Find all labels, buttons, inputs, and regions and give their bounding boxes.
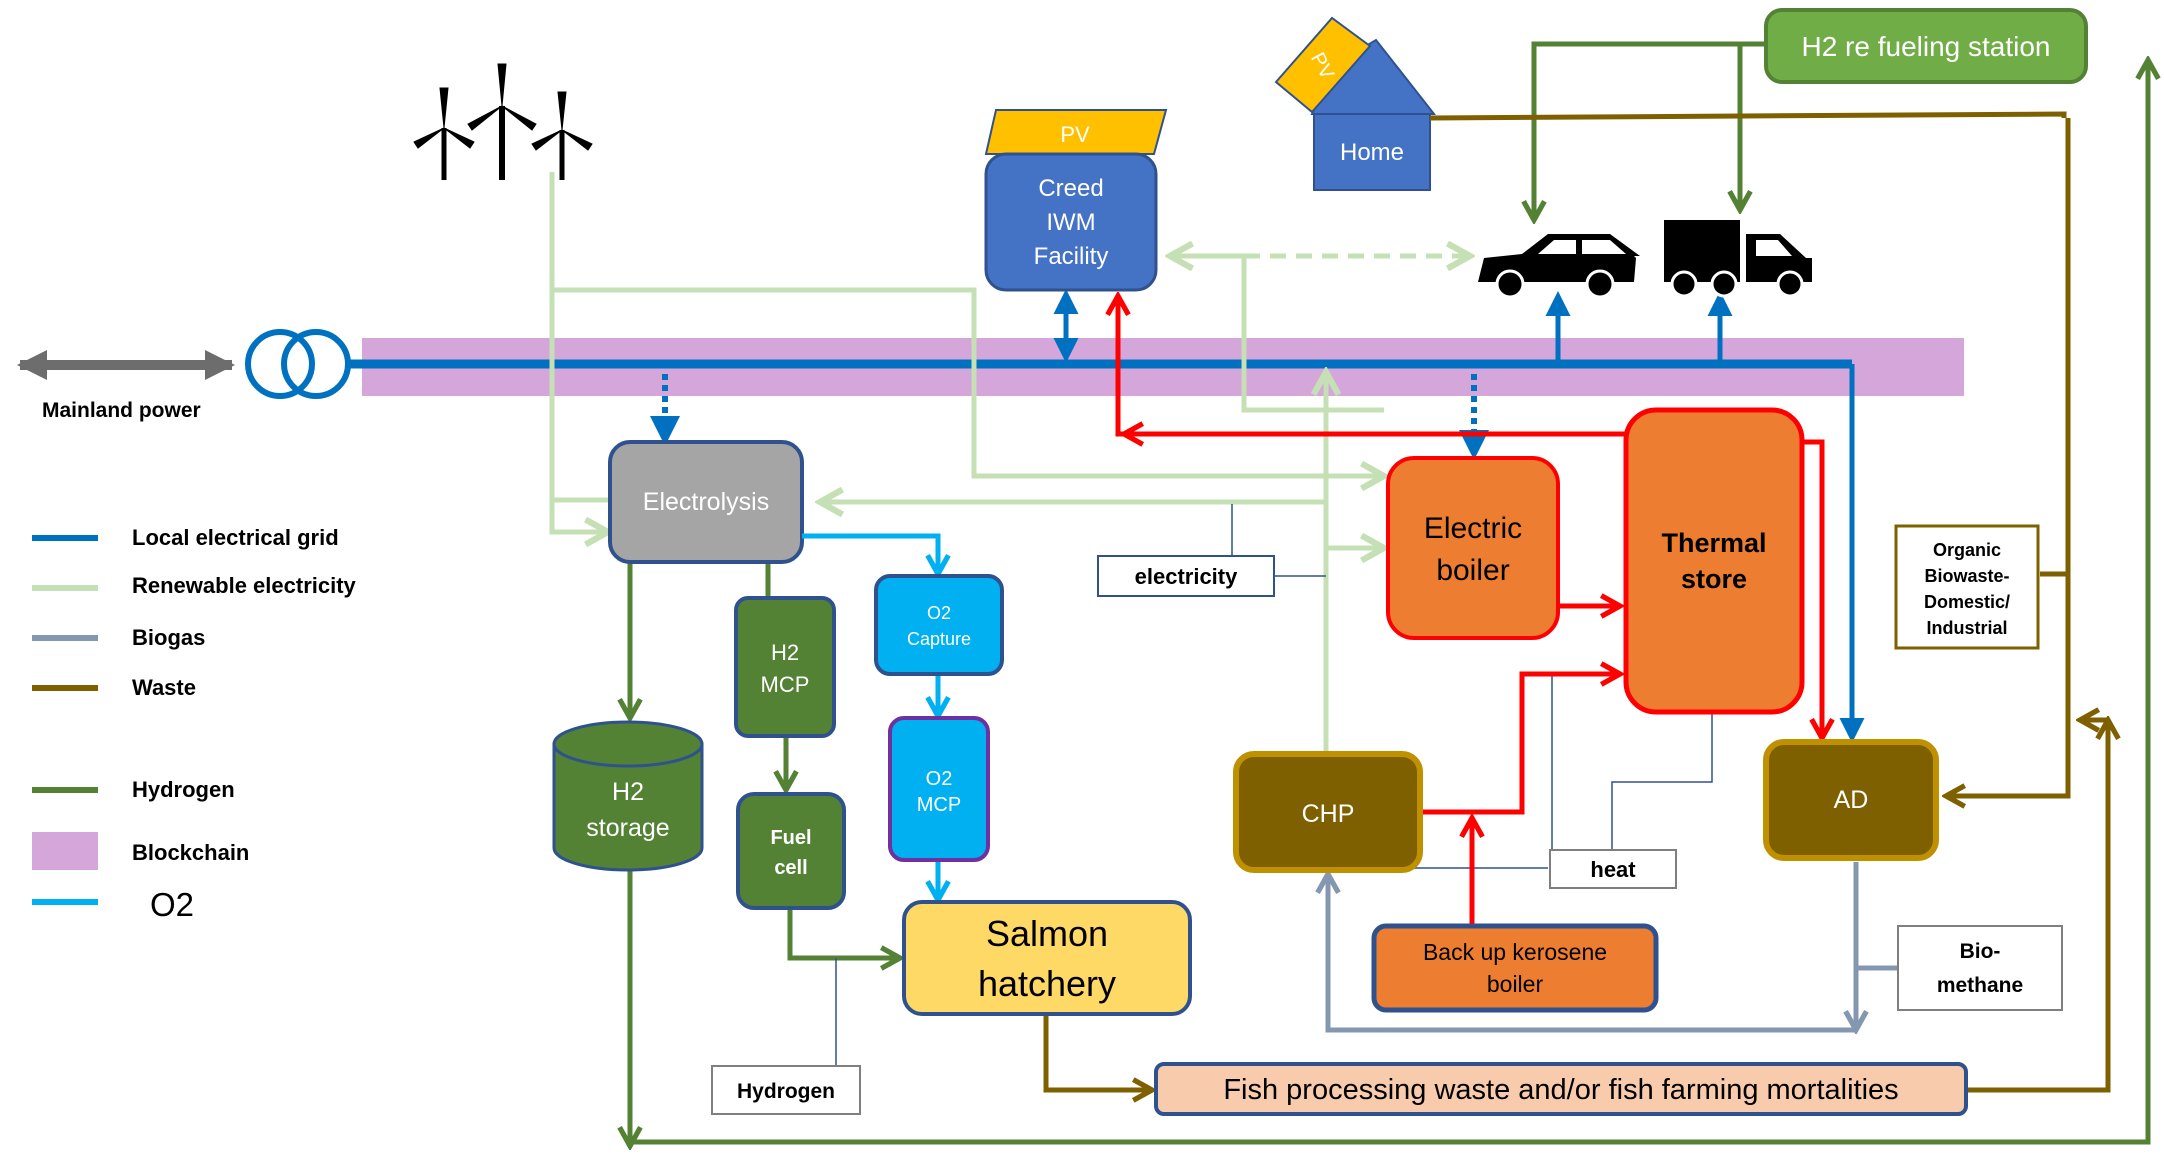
- legend-label-blockchain: Blockchain: [132, 840, 249, 865]
- biogas-lines: [1328, 862, 1900, 1030]
- organic-label-3: Domestic/: [1924, 592, 2010, 612]
- h2-mcp-label-1: H2: [771, 640, 799, 665]
- salmon-label-2: hatchery: [978, 963, 1116, 1004]
- h2-storage-label-1: H2: [612, 778, 644, 806]
- organic-biowaste-tag: [1894, 524, 2040, 650]
- backup-label-1: Back up kerosene: [1423, 939, 1607, 965]
- heat-tag: [1549, 849, 1677, 889]
- creed-label-3: Facility: [1034, 243, 1109, 270]
- h2-mcp-box[interactable]: [734, 596, 836, 738]
- legend-label-renewable: Renewable electricity: [132, 573, 357, 598]
- truck-icon: [1664, 220, 1812, 298]
- home-icon: [1274, 16, 1437, 191]
- fish-waste-label: Fish processing waste and/or fish farmin…: [1223, 1074, 1898, 1106]
- biomethane-tag: [1897, 925, 2063, 1011]
- car-icon: [1478, 234, 1640, 299]
- organic-label-1: Organic: [1933, 540, 2001, 560]
- o2-mcp-box[interactable]: [888, 716, 990, 862]
- legend-label-waste: Waste: [132, 675, 196, 700]
- creed-pv-panel: [984, 109, 1168, 155]
- h2-storage-tank[interactable]: [552, 720, 704, 872]
- fuel-cell-label-2: cell: [774, 857, 807, 879]
- legend-swatch-blockchain: [32, 832, 98, 870]
- legend-label-grid: Local electrical grid: [132, 525, 339, 550]
- h2-refueling-label: H2 re fueling station: [1801, 31, 2050, 62]
- biomethane-label-2: methane: [1937, 974, 2023, 997]
- electric-boiler-box[interactable]: [1386, 456, 1560, 640]
- transformer-icon: [245, 329, 351, 399]
- ad-label: AD: [1834, 786, 1869, 814]
- o2-lines: [802, 533, 938, 900]
- h2-storage-label-2: storage: [586, 814, 669, 842]
- electric-boiler-label-1: Electric: [1424, 512, 1522, 545]
- h2-mcp-label-2: MCP: [761, 672, 810, 697]
- wind-turbines-icon: [413, 63, 593, 180]
- backup-label-2: boiler: [1487, 971, 1544, 997]
- hydrogen-tag-label: Hydrogen: [737, 1080, 835, 1103]
- thermal-store-box[interactable]: [1623, 407, 1805, 715]
- o2-mcp-label-2: MCP: [917, 794, 961, 816]
- legend-label-hydrogen: Hydrogen: [132, 777, 235, 802]
- waste-lines: [1043, 111, 2108, 1090]
- creed-iwm-facility: [984, 152, 1158, 292]
- salmon-label-1: Salmon: [986, 913, 1108, 954]
- fish-waste-box[interactable]: [1154, 1062, 1968, 1116]
- heat-label: heat: [1590, 857, 1636, 882]
- legend: Local electrical grid Renewable electric…: [32, 525, 357, 923]
- hydrogen-lines: [630, 41, 2148, 1146]
- o2-mcp-label-1: O2: [926, 768, 953, 790]
- ad-box[interactable]: [1763, 739, 1939, 861]
- creed-label-2: IWM: [1046, 209, 1095, 236]
- legend-label-o2: O2: [150, 886, 194, 923]
- o2-capture-label-1: O2: [927, 603, 951, 623]
- salmon-hatchery-box[interactable]: [902, 900, 1192, 1016]
- electrolysis-box[interactable]: [608, 440, 804, 564]
- backup-kerosene-boiler-box[interactable]: [1371, 923, 1659, 1013]
- electricity-label: electricity: [1135, 564, 1238, 589]
- creed-pv-label: PV: [1060, 122, 1090, 147]
- renewable-electricity-lines: [549, 172, 1384, 760]
- legend-label-biogas: Biogas: [132, 625, 205, 650]
- chp-box[interactable]: [1233, 751, 1423, 873]
- creed-label-1: Creed: [1038, 175, 1103, 202]
- thermal-store-label-2: store: [1681, 564, 1747, 594]
- o2-capture-box[interactable]: [874, 574, 1004, 676]
- o2-capture-label-2: Capture: [907, 629, 971, 649]
- thermal-store-label-1: Thermal: [1661, 528, 1766, 558]
- organic-label-4: Industrial: [1926, 618, 2007, 638]
- mainland-power-label: Mainland power: [42, 399, 201, 422]
- organic-label-2: Biowaste-: [1924, 566, 2009, 586]
- fuel-cell-label-1: Fuel: [770, 827, 811, 849]
- fuel-cell-box[interactable]: [736, 792, 846, 910]
- hydrogen-tag: [711, 1065, 861, 1115]
- home-label: Home: [1340, 139, 1404, 166]
- electrolysis-label: Electrolysis: [643, 488, 769, 516]
- biomethane-label-1: Bio-: [1960, 940, 2001, 963]
- electricity-tag: [1097, 555, 1275, 597]
- chp-label: CHP: [1302, 800, 1355, 828]
- electric-boiler-label-2: boiler: [1436, 554, 1509, 587]
